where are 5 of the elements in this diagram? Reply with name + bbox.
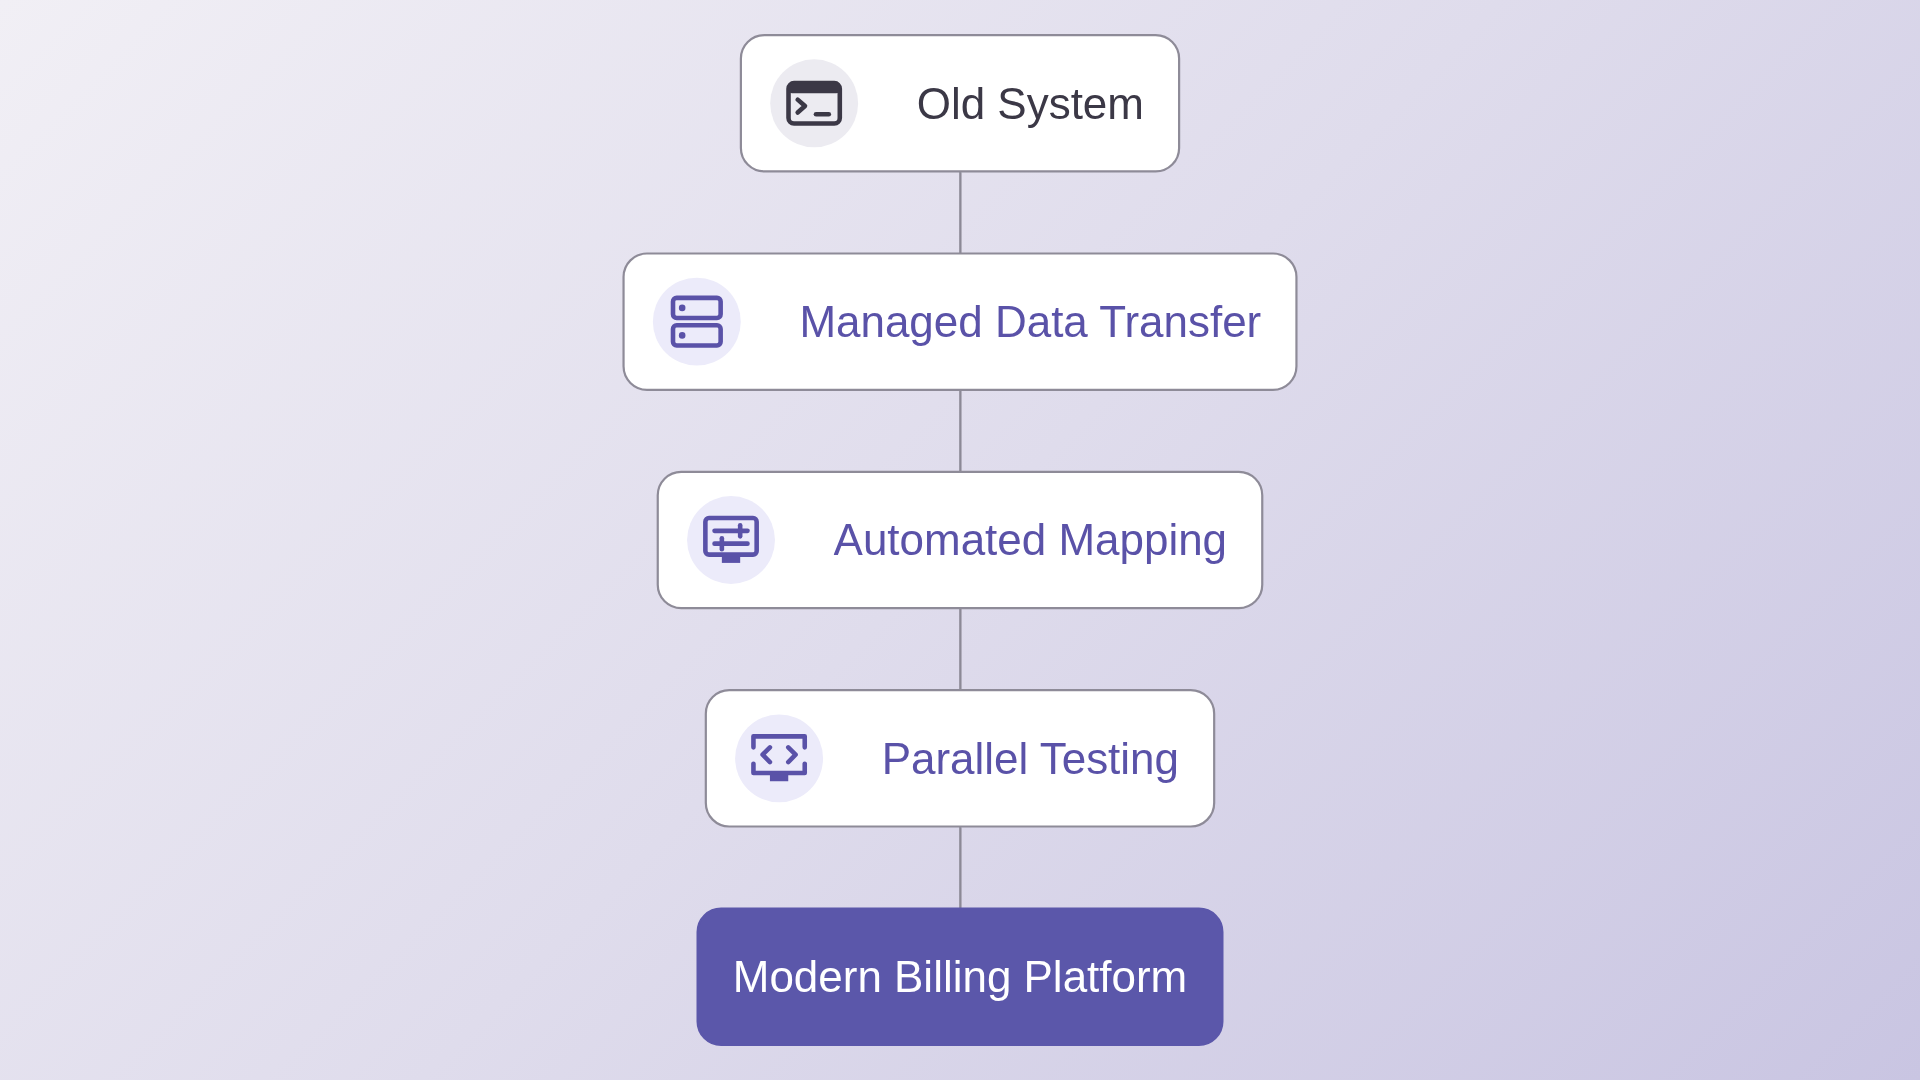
step-label: Modern Billing Platform <box>732 951 1188 1003</box>
step-label: Old System <box>916 78 1144 130</box>
step-label: Parallel Testing <box>881 733 1179 785</box>
step-label: Managed Data Transfer <box>799 296 1262 348</box>
step-label: Automated Mapping <box>833 514 1228 567</box>
